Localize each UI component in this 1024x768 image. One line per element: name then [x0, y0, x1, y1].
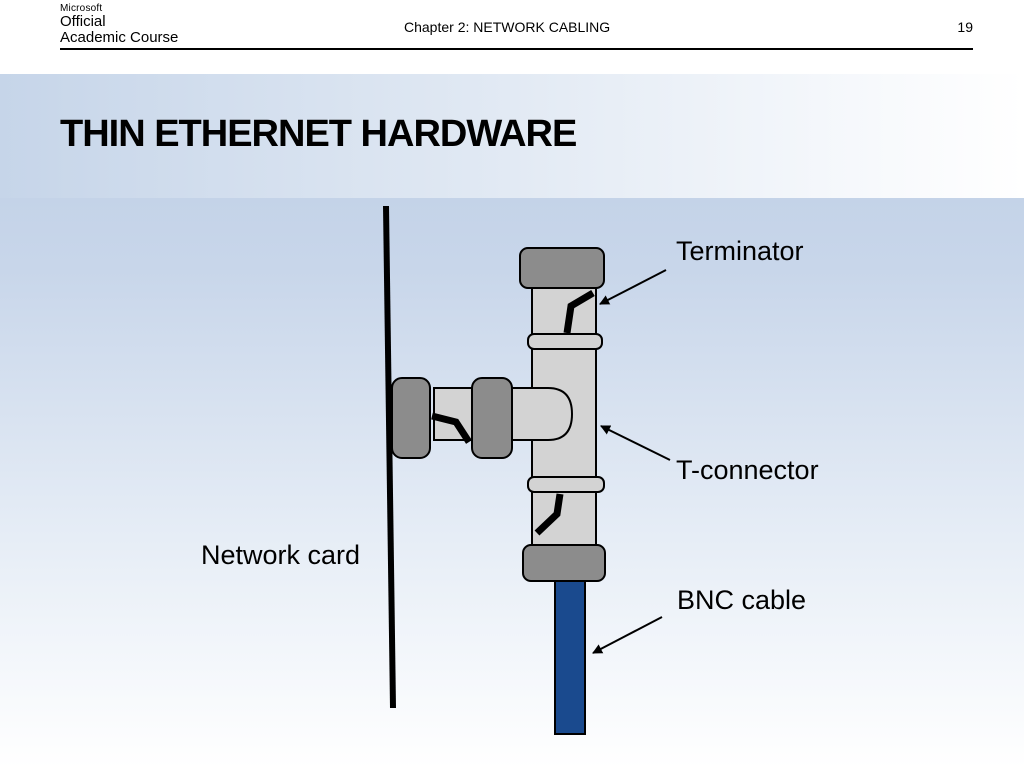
slide-title: THIN ETHERNET HARDWARE: [60, 113, 577, 155]
network-card-line: [383, 205, 396, 709]
band-upper: [527, 333, 603, 350]
conductor-bottom: [534, 493, 564, 536]
t-connector-arrow: [600, 425, 671, 461]
terminator-cap: [519, 247, 605, 289]
conductor-branch: [431, 412, 472, 444]
cable-connector-cap: [522, 544, 606, 582]
band-lower: [527, 476, 605, 493]
header-divider: [60, 48, 973, 50]
course-logo: Microsoft Official Academic Course: [60, 4, 178, 46]
bnc-cable-label: BNC cable: [677, 585, 807, 615]
t-connector-label: T-connector: [676, 455, 819, 485]
branch-collar-cap: [471, 377, 513, 459]
logo-academic-course: Academic Course: [60, 29, 179, 46]
header-area: [0, 0, 1024, 74]
conductor-top: [563, 289, 595, 334]
card-connector-cap: [391, 377, 431, 459]
chapter-title: Chapter 2: NETWORK CABLING: [404, 19, 611, 35]
page-number: 19: [957, 19, 973, 35]
logo-official: Official: [60, 13, 106, 30]
bnc-cable: [554, 577, 586, 735]
terminator-label: Terminator: [676, 236, 804, 266]
bnc-cable-arrow: [592, 616, 663, 654]
title-band: [0, 74, 1024, 198]
logo-microsoft: Microsoft: [60, 3, 103, 14]
terminator-arrow: [599, 269, 667, 305]
network-card-label: Network card: [201, 540, 361, 570]
